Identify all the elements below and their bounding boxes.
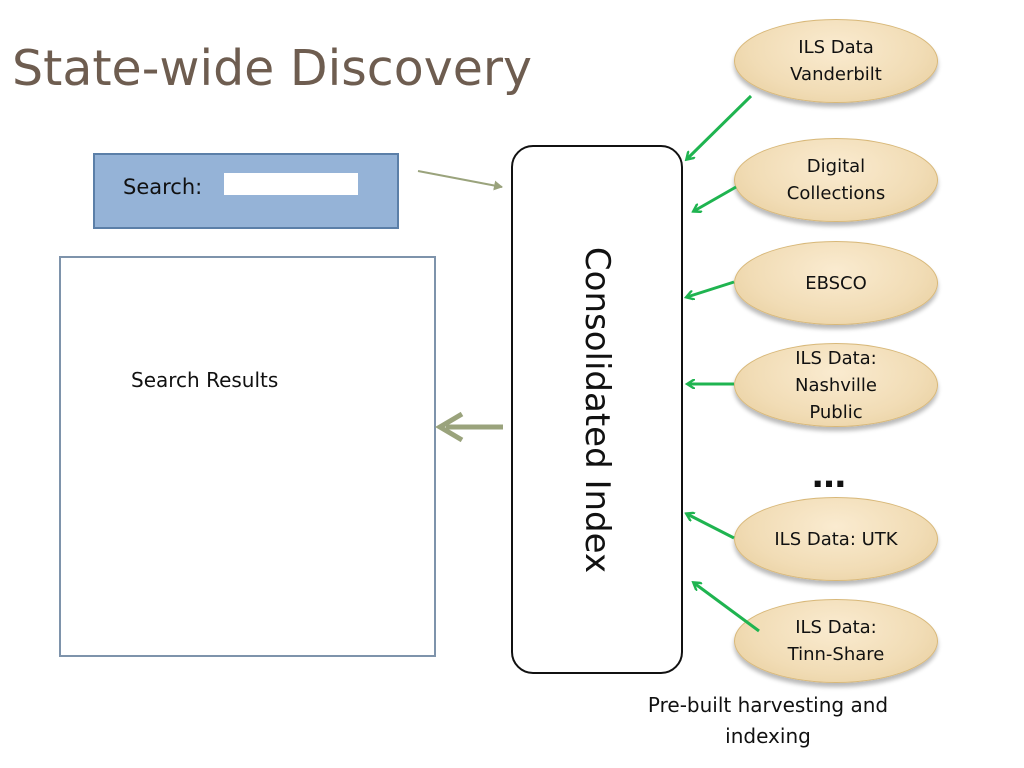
source-arrow (687, 514, 735, 540)
harvesting-caption: Pre-built harvesting and indexing (647, 693, 889, 748)
source-ebsco: EBSCO (734, 241, 938, 325)
search-results-panel: Search Results (59, 256, 436, 657)
source-label: EBSCO (805, 272, 867, 294)
source-ils-tinn-share: ILS Data: Tinn-Share (734, 599, 938, 683)
source-ils-nashville-public: ILS Data: Nashville Public (734, 343, 938, 427)
query-arrow (417, 170, 503, 191)
more-sources-ellipsis: … (812, 456, 849, 496)
results-arrow (435, 411, 503, 443)
source-label: ILS Data: Nashville Public (794, 347, 877, 423)
source-label: ILS Data Vanderbilt (790, 37, 882, 85)
search-panel: Search: (93, 153, 399, 229)
source-label: ILS Data: UTK (774, 528, 898, 550)
search-label: Search: (123, 175, 203, 199)
source-digital-collections: Digital Collections (734, 138, 938, 222)
source-arrow (687, 94, 753, 159)
source-arrow (694, 185, 737, 211)
search-results-label: Search Results (131, 368, 279, 392)
consolidated-index-box: Consolidated Index (511, 145, 683, 674)
source-arrow (687, 280, 735, 297)
slide-title: State-wide Discovery (12, 40, 532, 97)
source-label: Digital Collections (786, 156, 886, 204)
search-input[interactable] (224, 173, 358, 195)
source-ils-utk: ILS Data: UTK (734, 497, 938, 581)
consolidated-index-label: Consolidated Index (577, 246, 617, 573)
source-label: ILS Data: Tinn-Share (787, 617, 885, 665)
source-ils-vanderbilt: ILS Data Vanderbilt (734, 19, 938, 103)
